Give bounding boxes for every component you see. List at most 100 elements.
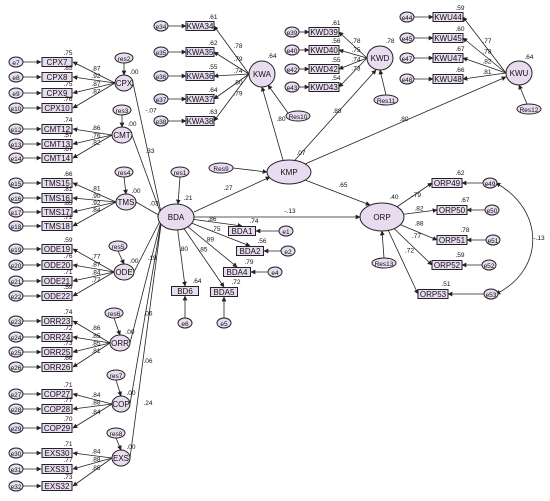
error-label-e9: e9: [12, 91, 20, 98]
error-label-res5: res5: [112, 244, 125, 251]
r2-orp49: .62: [455, 170, 464, 177]
error-e43: [284, 81, 300, 93]
error-e53: [483, 288, 499, 300]
error-e7: [8, 56, 24, 68]
error-label-e17: e17: [11, 210, 22, 217]
indicator-label-kwa35: KWA35: [187, 48, 214, 57]
indicator-label-cmt14: CMT14: [44, 154, 71, 163]
error-e39: [284, 26, 300, 38]
error-res9: [208, 162, 234, 174]
error-e35: [153, 46, 169, 58]
edge-bda-kmp: [193, 176, 271, 213]
path-ode-bda: .19: [147, 255, 156, 262]
edge-res12-kwu: [518, 84, 528, 105]
indicator-label-tms17: TMS17: [44, 208, 70, 217]
error-label-e28: e28: [11, 407, 22, 414]
loading-tms-3: .84: [91, 207, 100, 214]
r2-cop28: .77: [63, 397, 72, 404]
latent-orp: [359, 202, 405, 232]
indicator-orp50: [436, 205, 468, 215]
edge-res7-cop: [115, 379, 123, 397]
indicator-label-kwu48: KWU48: [434, 75, 462, 84]
latent-ode: [113, 263, 135, 281]
indicator-label-bda5: BDA5: [214, 288, 235, 297]
loading-orp-0: .79: [412, 192, 421, 199]
indicator-orr26: [41, 362, 73, 372]
r2-ode22: .59: [63, 284, 72, 291]
loading-exs-1: .88: [91, 457, 100, 464]
indicator-label-cop27: COP27: [44, 390, 71, 399]
r2-tms16: .81: [63, 186, 72, 193]
indicator-orp49: [431, 178, 463, 188]
error-e31: [8, 463, 24, 475]
r2-kwd40: .56: [331, 38, 340, 45]
edge-ode-bda: [133, 216, 163, 273]
edge-ode-ode22: [72, 271, 115, 297]
latent-exs-label: EXS: [113, 454, 129, 463]
error-e34: [153, 20, 169, 32]
latent-cmt-r2: .00: [127, 121, 136, 128]
error-label-e19: e19: [11, 247, 22, 254]
path-bda-kmp: .27: [223, 185, 232, 192]
path-cop-bda: .06: [143, 358, 152, 365]
edge-kwd-kwd40: [338, 48, 368, 59]
error-res1: [170, 166, 190, 178]
indicator-tms15: [41, 178, 73, 188]
r2-cpx9: .75: [63, 81, 72, 88]
loading-bda-2: .89: [205, 237, 214, 244]
indicator-label-kwa34: KWA34: [187, 22, 214, 31]
latent-orr-r2: .00: [125, 329, 134, 336]
error-label-e20: e20: [11, 263, 22, 270]
indicator-orr23: [41, 316, 73, 326]
error-label-e6: e6: [181, 321, 189, 328]
r2-exs32: .73: [63, 474, 72, 481]
r2-bda5: .72: [231, 279, 240, 286]
latent-tms: [115, 193, 137, 211]
error-e51: [485, 234, 501, 246]
coefficients-layer: .75.87.85.92.75.87.76.87.00.74.86.57.76.…: [63, 5, 545, 481]
indicator-label-cop29: COP29: [44, 424, 71, 433]
error-e8: [8, 71, 24, 83]
error-label-res1: res1: [174, 170, 187, 177]
error-label-e2: e2: [284, 249, 292, 256]
error-label-e42: e42: [287, 67, 298, 74]
indicator-label-orp50: ORP50: [439, 206, 466, 215]
edge-exs-exs31: [72, 457, 113, 471]
latent-cop-r2: .00: [126, 390, 135, 397]
indicator-cpx10: [41, 103, 73, 113]
error-e20: [8, 259, 24, 271]
latent-orp-label: ORP: [373, 213, 390, 222]
loading-orr-3: .81: [91, 348, 100, 355]
error-label-e7: e7: [12, 60, 20, 67]
error-label-e14: e14: [11, 156, 22, 163]
error-label-res8: res8: [110, 431, 123, 438]
indicator-kwa36: [185, 71, 215, 81]
nodes-layer: CPX7e7CPX8e8CPX9e9CPX10e10CPXres2CMT12e1…: [8, 11, 542, 492]
error-label-e44: e44: [402, 15, 413, 22]
indicator-label-cmt12: CMT12: [44, 125, 71, 134]
error-e50: [484, 204, 500, 216]
r2-cop29: .70: [63, 416, 72, 423]
loading-cpx-3: .87: [91, 89, 100, 96]
path-kmp-kwu: .80: [399, 116, 408, 123]
path-cmt-bda: .33: [145, 148, 154, 155]
indicator-label-orp49: ORP49: [434, 179, 461, 188]
indicator-cmt13: [41, 139, 73, 149]
edge-res1-bda: [175, 176, 181, 205]
loading-kwa-3: .80: [233, 80, 242, 87]
r2-tms18: .71: [63, 214, 72, 221]
edge-orr-orr23: [72, 320, 111, 344]
indicator-cmt12: [41, 124, 73, 134]
path-cpx-bda: -.07: [145, 107, 157, 114]
edge-cmt-cmt12: [72, 127, 113, 136]
r2-ode19: .59: [63, 237, 72, 244]
error-e38: [153, 115, 169, 127]
indicator-label-kwu45: KWU45: [434, 34, 462, 43]
edge-res5-ode: [117, 250, 125, 265]
error-e28: [8, 403, 24, 415]
loading-kwa-0: .78: [233, 43, 242, 50]
edge-exs-bda: [129, 216, 164, 459]
latent-ode-label: ODE: [115, 268, 132, 277]
indicator-label-kwa37: KWA37: [187, 95, 214, 104]
latent-kmp: [266, 159, 312, 185]
